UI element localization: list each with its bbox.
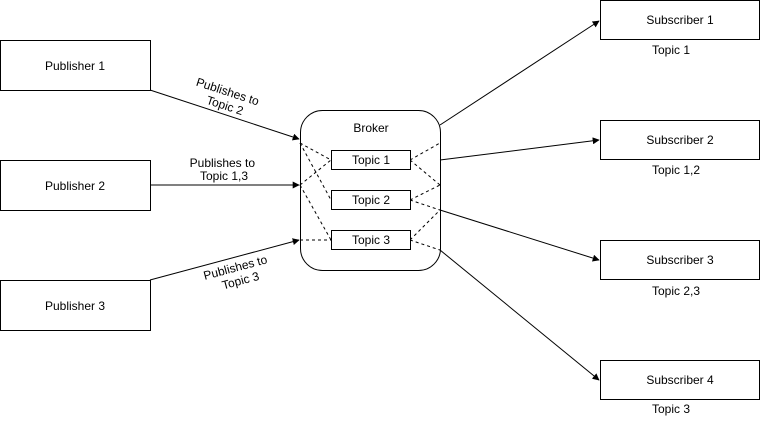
subscriber-arrows xyxy=(439,20,600,381)
subscriber-4: Subscriber 4 Topic 3 xyxy=(600,360,760,416)
edge-label-2-line2: Topic 1,3 xyxy=(200,169,248,183)
topic-2: Topic 2 xyxy=(331,190,411,210)
publisher-3: Publisher 3 xyxy=(0,280,151,331)
publisher-3-label: Publisher 3 xyxy=(45,299,105,313)
subscriber-2-label: Subscriber 2 xyxy=(646,133,714,147)
subscriber-3-topics: Topic 2,3 xyxy=(652,284,700,298)
subscriber-2: Subscriber 2 Topic 1,2 xyxy=(600,120,760,177)
arrow-publisher-1 xyxy=(149,89,300,141)
subscriber-4-label: Subscriber 4 xyxy=(646,373,714,387)
subscriber-1: Subscriber 1 Topic 1 xyxy=(600,0,760,57)
edge-label-publisher-3: Publishes to Topic 3 xyxy=(202,251,276,296)
arrow-subscriber-2 xyxy=(439,137,600,161)
broker-internal-links xyxy=(299,142,441,251)
publisher-1-label: Publisher 1 xyxy=(45,59,105,73)
subscriber-3-label: Subscriber 3 xyxy=(646,253,714,267)
arrow-publisher-3 xyxy=(149,238,300,281)
subscriber-3: Subscriber 3 Topic 2,3 xyxy=(600,240,760,298)
broker-label: Broker xyxy=(353,121,388,135)
arrow-subscriber-3 xyxy=(439,209,600,262)
publisher-arrows xyxy=(149,89,300,281)
subscriber-2-topics: Topic 1,2 xyxy=(652,163,700,177)
edge-label-2-line1: Publishes to xyxy=(190,156,256,170)
arrow-subscriber-1 xyxy=(439,20,600,126)
edge-label-publisher-2: Publishes to Topic 1,3 xyxy=(190,156,259,183)
topic-3-label: Topic 3 xyxy=(352,233,390,247)
subscriber-1-label: Subscriber 1 xyxy=(646,13,714,27)
publisher-2: Publisher 2 xyxy=(0,160,151,211)
publisher-1: Publisher 1 xyxy=(0,40,151,91)
topic-1-label: Topic 1 xyxy=(352,153,390,167)
subscriber-4-topics: Topic 3 xyxy=(652,402,690,416)
arrow-subscriber-4 xyxy=(439,249,600,381)
topic-2-label: Topic 2 xyxy=(352,193,390,207)
publisher-2-label: Publisher 2 xyxy=(45,179,105,193)
subscriber-1-topics: Topic 1 xyxy=(652,43,690,57)
topic-3: Topic 3 xyxy=(331,230,411,250)
topic-1: Topic 1 xyxy=(331,150,411,170)
